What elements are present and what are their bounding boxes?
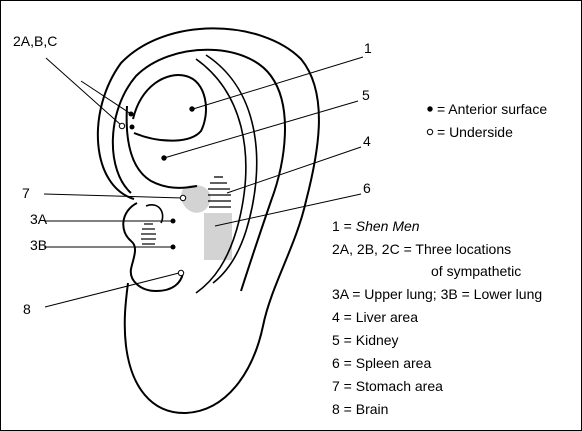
label-8: 8 (23, 301, 31, 317)
spleen-area-shading (204, 213, 232, 260)
label-1: 1 (364, 40, 372, 56)
label-2abc: 2A,B,C (13, 33, 58, 49)
label-7: 7 (22, 185, 30, 201)
antihelix-ridge-inner (205, 54, 258, 284)
key-3: 3A = Upper lung; 3B = Lower lung (332, 286, 543, 302)
label-3b: 3B (30, 237, 48, 253)
key-4: 4 = Liver area (332, 309, 418, 325)
key-8: 8 = Brain (332, 401, 389, 417)
point-2c (118, 122, 126, 130)
legend-anterior-text: = Anterior surface (437, 101, 548, 117)
leader-lines (43, 56, 364, 308)
anterior-points (128, 106, 195, 250)
label-5: 5 (362, 87, 370, 103)
label-3a: 3A (30, 211, 48, 227)
key-7: 7 = Stomach area (332, 378, 443, 394)
key-6: 6 = Spleen area (332, 355, 432, 371)
point-8-brain (177, 269, 185, 277)
underside-points (118, 122, 187, 277)
legend-underside-text: = Underside (437, 124, 513, 140)
stomach-area-shading (181, 185, 211, 213)
liver-area-hatching (208, 176, 231, 208)
concha-contour (122, 202, 184, 293)
label-6: 6 (363, 180, 371, 196)
legend-underside-circle (426, 128, 434, 136)
antitragus-contour (145, 204, 164, 224)
point-7-stomach (179, 194, 187, 202)
point-3b-lower-lung (170, 244, 176, 250)
antihelix-ridge-outer (195, 58, 247, 294)
inner-helix-contour (111, 48, 286, 292)
key-2-cont: of sympathetic (431, 263, 522, 279)
helix-crus-contour (125, 105, 198, 189)
point-2b (129, 124, 135, 130)
key-5: 5 = Kidney (332, 332, 399, 348)
key-2: 2A, 2B, 2C = Three locations (332, 241, 512, 257)
lung-area-hatching (141, 223, 156, 245)
point-5-kidney (161, 155, 167, 161)
point-3a-upper-lung (170, 218, 176, 224)
legend-anterior-dot (427, 106, 433, 112)
key-1: 1 = Shen Men (332, 218, 420, 234)
point-2a (128, 111, 134, 117)
label-4: 4 (363, 133, 371, 149)
point-1-shen-men (189, 106, 195, 112)
triangular-fossa-contour (132, 74, 207, 142)
